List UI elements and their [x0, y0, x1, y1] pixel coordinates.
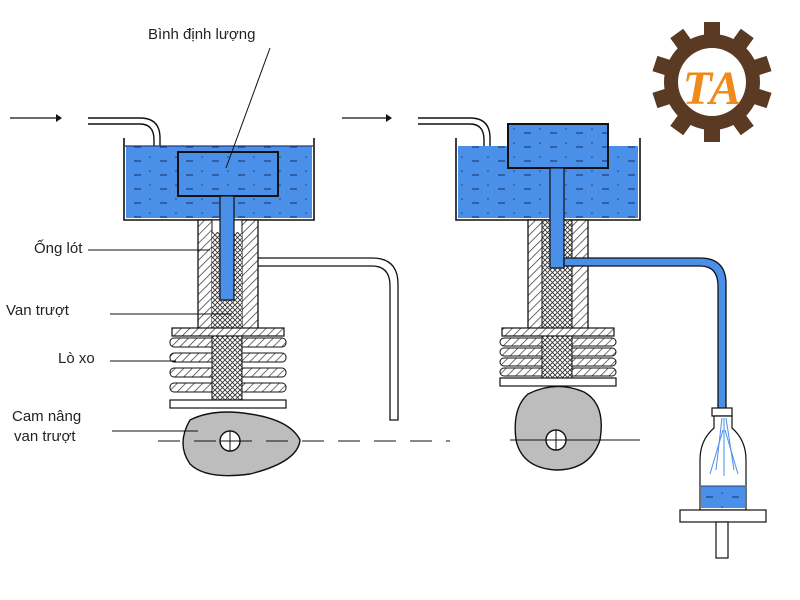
cam-left	[182, 411, 301, 477]
slide-valve-tube-right	[549, 167, 565, 269]
bottle	[679, 407, 767, 559]
base-plate-left	[169, 399, 287, 409]
leader-lines	[88, 47, 271, 432]
bottle-stand	[679, 509, 767, 523]
outlet-pipe-left	[258, 257, 399, 421]
right-filling-unit	[342, 114, 767, 559]
cam-right	[514, 385, 602, 471]
label-measuring-vessel: Bình định lượng	[148, 26, 256, 43]
flange-right	[501, 327, 615, 337]
flange-left	[171, 327, 285, 337]
inlet-arrow-right	[342, 114, 392, 122]
slide-valve-tube-left	[219, 195, 235, 301]
logo-text: TA	[683, 62, 742, 115]
label-cam-line2: van trượt	[14, 428, 76, 445]
gear-logo-icon	[652, 22, 772, 142]
label-spring: Lò xo	[58, 350, 95, 367]
left-filling-unit	[10, 114, 399, 477]
base-plate-right	[499, 377, 617, 387]
label-sleeve: Ống lót	[34, 240, 83, 257]
label-cam-line1: Cam nâng	[12, 408, 82, 425]
measuring-vessel-right	[507, 123, 609, 169]
measuring-vessel-left	[177, 151, 279, 197]
label-slide-valve: Van trượt	[6, 302, 69, 319]
inlet-arrow-left	[10, 114, 62, 122]
